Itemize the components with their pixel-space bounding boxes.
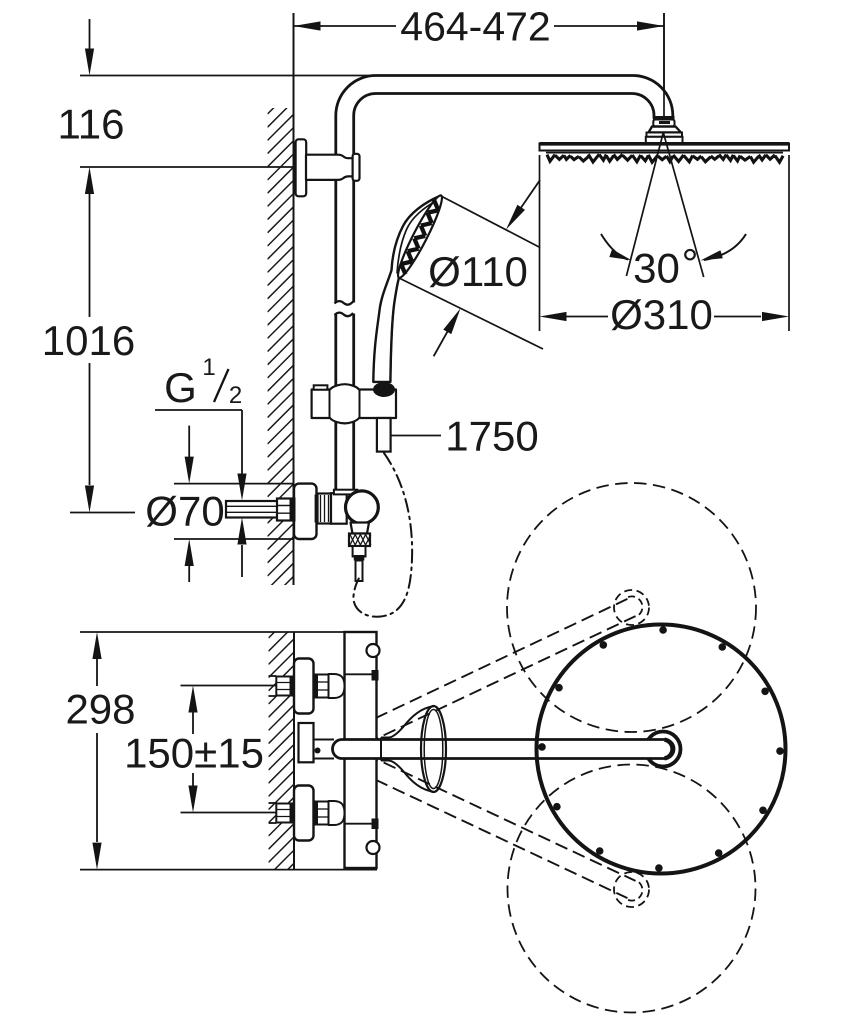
svg-text:1016: 1016: [42, 317, 135, 364]
svg-text:2: 2: [229, 382, 242, 409]
svg-text:1750: 1750: [445, 413, 538, 460]
svg-text:116: 116: [58, 101, 125, 148]
svg-text:Ø110: Ø110: [428, 248, 528, 295]
svg-text:G: G: [164, 364, 197, 411]
svg-text:°: °: [682, 240, 699, 287]
svg-text:Ø310: Ø310: [610, 291, 713, 338]
svg-text:1: 1: [202, 354, 215, 381]
svg-text:30: 30: [633, 245, 680, 292]
svg-text:Ø70: Ø70: [145, 488, 224, 535]
svg-text:150±15: 150±15: [124, 730, 264, 777]
svg-text:298: 298: [65, 686, 135, 733]
svg-text:464-472: 464-472: [400, 4, 550, 50]
